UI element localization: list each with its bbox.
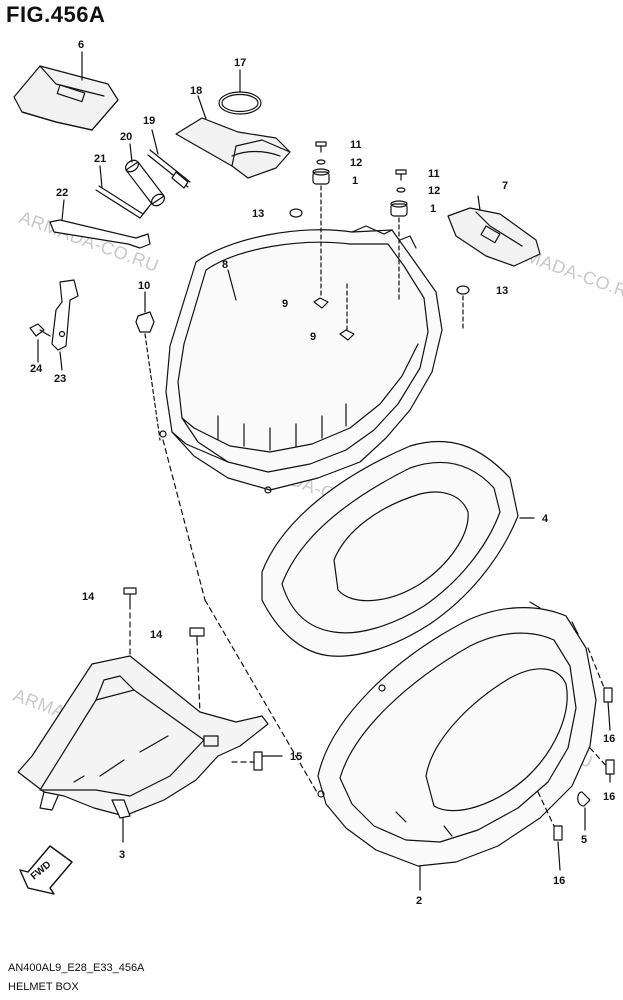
tapping-screw — [553, 825, 563, 871]
callout-23: 23 — [54, 373, 66, 385]
o-ring — [218, 91, 262, 115]
lower-bracket — [17, 655, 269, 843]
socket-wrench — [125, 143, 165, 207]
callout-11: 11 — [350, 139, 362, 151]
washer — [396, 187, 406, 193]
rubber-grommet — [289, 208, 303, 218]
nut — [339, 329, 355, 341]
section-name: HELMET BOX — [8, 981, 79, 993]
callout-13: 13 — [252, 208, 264, 220]
tapping-screw — [603, 687, 613, 731]
screw — [189, 627, 205, 643]
tool-bag — [175, 95, 291, 179]
spanner — [49, 199, 151, 249]
callout-3: 3 — [119, 849, 125, 861]
helmet-box-body — [317, 601, 597, 891]
hex-wrench — [95, 165, 152, 219]
callout-10: 10 — [138, 280, 150, 292]
callout-5: 5 — [581, 834, 587, 846]
callout-16: 16 — [603, 733, 615, 745]
callout-6: 6 — [78, 39, 84, 51]
callout-12: 12 — [350, 157, 362, 169]
clip — [577, 791, 591, 831]
washer — [316, 159, 326, 165]
callout-16: 16 — [553, 875, 565, 887]
callout-24: 24 — [30, 363, 43, 375]
callout-15: 15 — [290, 751, 302, 763]
screw — [315, 141, 327, 153]
callout-9: 9 — [310, 331, 316, 343]
callout-labels: 6 17 18 19 20 21 22 11 12 1 11 12 1 13 7… — [30, 39, 615, 907]
figure-title: FIG.456A — [6, 2, 106, 27]
screw — [123, 587, 137, 605]
callout-1: 1 — [430, 203, 436, 215]
callout-22: 22 — [56, 187, 68, 199]
callout-19: 19 — [143, 115, 155, 127]
screw — [395, 169, 407, 181]
callout-2: 2 — [416, 895, 422, 907]
screw — [253, 751, 283, 771]
callout-18: 18 — [190, 85, 202, 97]
callout-11: 11 — [428, 168, 440, 180]
model-code: AN400AL9_E28_E33_456A — [8, 962, 145, 974]
callout-21: 21 — [94, 153, 106, 165]
callout-7: 7 — [502, 180, 508, 192]
callout-14: 14 — [150, 629, 163, 641]
helmet-box-liner — [261, 440, 535, 657]
bolt — [29, 323, 51, 363]
rubber-cushion — [390, 200, 408, 217]
callout-4: 4 — [542, 513, 549, 525]
tapping-screw — [605, 759, 615, 783]
callout-1: 1 — [352, 175, 358, 187]
callout-17: 17 — [234, 57, 246, 69]
callout-12: 12 — [428, 185, 440, 197]
rubber-cushion — [312, 168, 330, 185]
callout-20: 20 — [120, 131, 132, 143]
grommet-clip — [135, 291, 161, 441]
callout-13: 13 — [496, 285, 508, 297]
screwdriver — [147, 129, 191, 189]
callout-8: 8 — [222, 259, 228, 271]
owners-manual-pouch — [13, 51, 119, 131]
nut — [313, 297, 329, 309]
callout-9: 9 — [282, 298, 288, 310]
latch-assembly — [447, 195, 541, 267]
callout-14: 14 — [82, 591, 95, 603]
bracket — [51, 279, 79, 371]
callout-16: 16 — [603, 791, 615, 803]
fwd-arrow: FWD — [19, 845, 73, 895]
rubber-grommet — [456, 285, 470, 295]
